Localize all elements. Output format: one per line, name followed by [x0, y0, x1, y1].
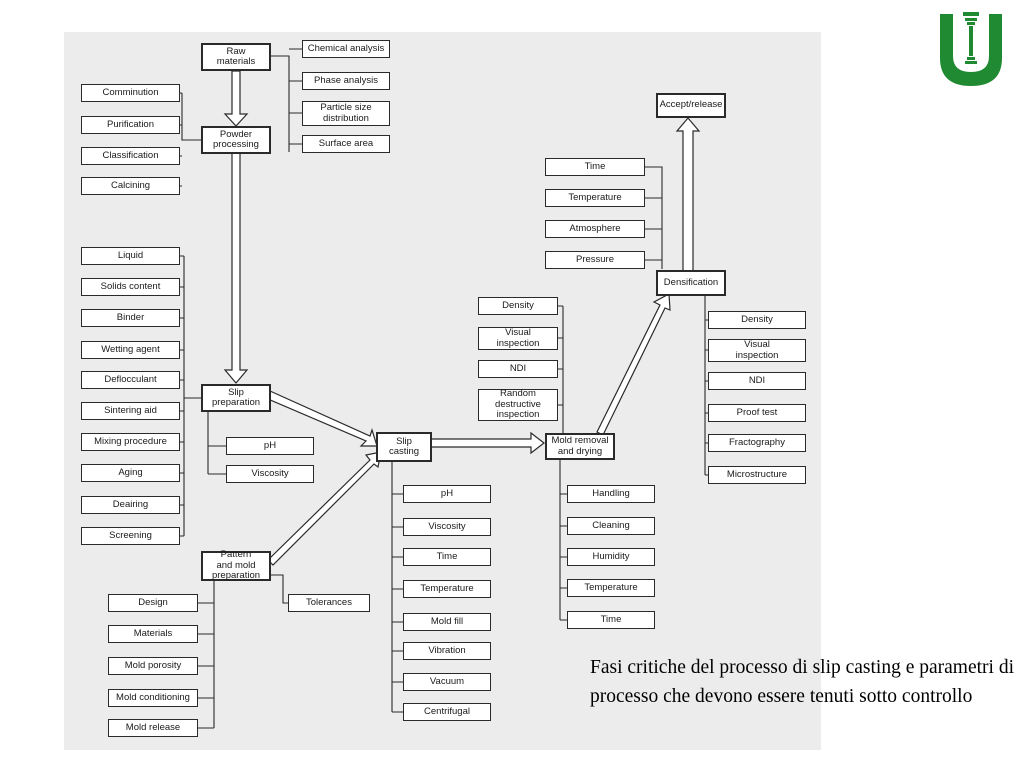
slip-additive-box: Liquid — [81, 247, 180, 265]
slip-additive-box: Deflocculant — [81, 371, 180, 389]
slip-param-box: Viscosity — [226, 465, 314, 483]
university-shield-logo-icon — [940, 12, 1002, 86]
slip-additive-box: Sintering aid — [81, 402, 180, 420]
casting-param-box: Vacuum — [403, 673, 491, 691]
green-inspection-box: Visual inspection — [478, 327, 558, 350]
sinter-param-box: Temperature — [545, 189, 645, 207]
slip-casting-box: Slip casting — [376, 432, 432, 462]
accept-release-box: Accept/release — [656, 93, 726, 118]
powder-step-box: Comminution — [81, 84, 180, 102]
casting-param-box: Centrifugal — [403, 703, 491, 721]
green-inspection-box: Random destructive inspection — [478, 389, 558, 421]
drying-param-box: Time — [567, 611, 655, 629]
powder-step-box: Purification — [81, 116, 180, 134]
powder-step-box: Calcining — [81, 177, 180, 195]
powder-step-box: Classification — [81, 147, 180, 165]
casting-param-box: Time — [403, 548, 491, 566]
sinter-param-box: Atmosphere — [545, 220, 645, 238]
final-inspection-box: Microstructure — [708, 466, 806, 484]
powder-processing-box: Powder processing — [201, 126, 271, 154]
casting-param-box: pH — [403, 485, 491, 503]
casting-param-box: Viscosity — [403, 518, 491, 536]
mold-removal-drying-box: Mold removal and drying — [545, 433, 615, 460]
mold-item-box: Mold conditioning — [108, 689, 198, 707]
slip-preparation-box: Slip preparation — [201, 384, 271, 412]
raw-materials-box: Raw materials — [201, 43, 271, 71]
mold-item-box: Mold porosity — [108, 657, 198, 675]
final-inspection-box: Density — [708, 311, 806, 329]
tolerances-box: Tolerances — [288, 594, 370, 612]
casting-param-box: Mold fill — [403, 613, 491, 631]
final-inspection-box: Proof test — [708, 404, 806, 422]
pattern-mold-preparation-box: Pattern and mold preparation — [201, 550, 271, 581]
sinter-param-box: Time — [545, 158, 645, 176]
slip-additive-box: Screening — [81, 527, 180, 545]
drying-param-box: Humidity — [567, 548, 655, 566]
casting-param-box: Vibration — [403, 642, 491, 660]
drying-param-box: Cleaning — [567, 517, 655, 535]
green-inspection-box: NDI — [478, 360, 558, 378]
final-inspection-box: Visual inspection — [708, 339, 806, 362]
raw-test-box: Particle size distribution — [302, 101, 390, 126]
mold-item-box: Mold release — [108, 719, 198, 737]
raw-test-box: Surface area — [302, 135, 390, 153]
slip-additive-box: Wetting agent — [81, 341, 180, 359]
slide-caption: Fasi critiche del processo di slip casti… — [590, 657, 1015, 707]
slip-additive-box: Deairing — [81, 496, 180, 514]
mold-item-box: Design — [108, 594, 198, 612]
slip-additive-box: Mixing procedure — [81, 433, 180, 451]
final-inspection-box: NDI — [708, 372, 806, 390]
slip-param-box: pH — [226, 437, 314, 455]
densification-box: Densification — [656, 270, 726, 296]
drying-param-box: Handling — [567, 485, 655, 503]
raw-test-box: Chemical analysis — [302, 40, 390, 58]
mold-item-box: Materials — [108, 625, 198, 643]
raw-test-box: Phase analysis — [302, 72, 390, 90]
final-inspection-box: Fractography — [708, 434, 806, 452]
casting-param-box: Temperature — [403, 580, 491, 598]
slip-additive-box: Binder — [81, 309, 180, 327]
sinter-param-box: Pressure — [545, 251, 645, 269]
slip-additive-box: Solids content — [81, 278, 180, 296]
slip-additive-box: Aging — [81, 464, 180, 482]
green-inspection-box: Density — [478, 297, 558, 315]
drying-param-box: Temperature — [567, 579, 655, 597]
